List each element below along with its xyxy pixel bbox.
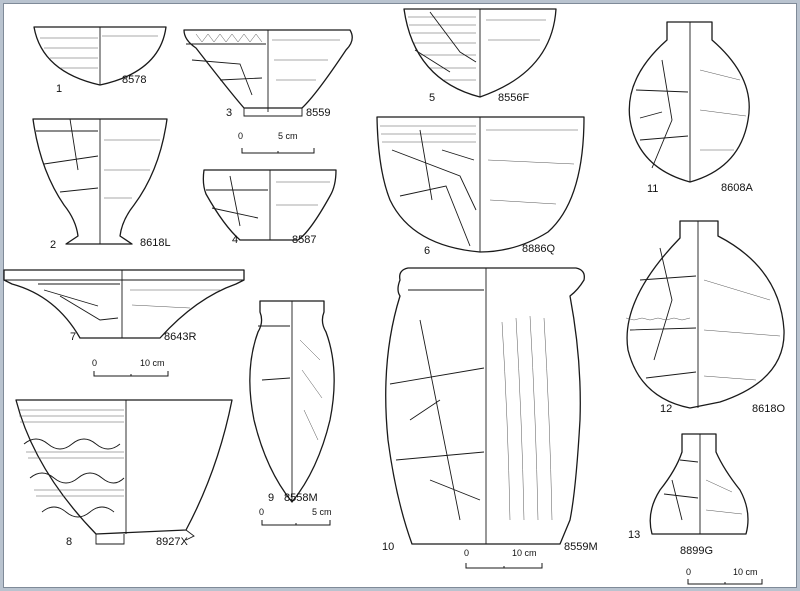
scale-bar-e: 0 10 cm (686, 567, 763, 585)
figure-labels: 1 8578 2 8618L 3 8559 4 8587 5 8556F 6 8… (50, 74, 785, 557)
fig-code: 8559 (306, 107, 330, 119)
fig-code: 8559M (564, 541, 598, 553)
vessel-2 (32, 118, 168, 245)
fig-code: 8558M (284, 492, 318, 504)
fig-number: 13 (628, 529, 640, 541)
scale-start: 0 (464, 548, 469, 558)
fig-number: 1 (56, 83, 62, 95)
fig-number: 12 (660, 403, 672, 415)
fig-number: 6 (424, 245, 430, 257)
vessel-1 (33, 26, 167, 86)
scale-end: 10 cm (140, 358, 165, 368)
fig-code: 8608A (721, 182, 753, 194)
vessel-6 (376, 116, 585, 253)
scale-bar-b: 0 10 cm (92, 358, 169, 377)
fig-code: 8927X (156, 536, 188, 548)
vessel-11 (628, 21, 750, 183)
scale-end: 5 cm (312, 507, 332, 517)
vessel-5 (403, 8, 557, 98)
scale-start: 0 (686, 567, 691, 577)
fig-number: 7 (70, 331, 76, 343)
scale-end: 5 cm (278, 131, 298, 141)
scale-start: 0 (238, 131, 243, 141)
vessel-9 (249, 300, 335, 503)
vessel-12 (625, 220, 785, 409)
fig-code: 8899G (680, 545, 713, 557)
fig-number: 5 (429, 92, 435, 104)
fig-number: 9 (268, 492, 274, 504)
fig-code: 8578 (122, 74, 146, 86)
scale-end: 10 cm (512, 548, 537, 558)
vessel-4 (202, 169, 337, 241)
vessel-8 (15, 399, 233, 545)
fig-code: 8556F (498, 92, 529, 104)
vessel-3 (183, 29, 353, 117)
fig-number: 10 (382, 541, 394, 553)
vessel-10 (385, 267, 585, 545)
scale-end: 10 cm (733, 567, 758, 577)
fig-number: 3 (226, 107, 232, 119)
fig-code: 8618L (140, 237, 171, 249)
scale-start: 0 (259, 507, 264, 517)
fig-code: 8587 (292, 234, 316, 246)
fig-number: 4 (232, 234, 238, 246)
fig-number: 11 (647, 183, 658, 195)
fig-code: 8643R (164, 331, 196, 343)
fig-code: 8618O (752, 403, 785, 415)
scale-bar-d: 0 10 cm (464, 548, 543, 569)
fig-code: 8886Q (522, 243, 555, 255)
scale-bar-c: 0 5 cm (259, 507, 332, 526)
scale-bar-a: 0 5 cm (238, 131, 315, 154)
fig-number: 8 (66, 536, 72, 548)
scale-start: 0 (92, 358, 97, 368)
vessel-7 (3, 269, 245, 339)
fig-number: 2 (50, 239, 56, 251)
vessel-13 (649, 433, 749, 535)
